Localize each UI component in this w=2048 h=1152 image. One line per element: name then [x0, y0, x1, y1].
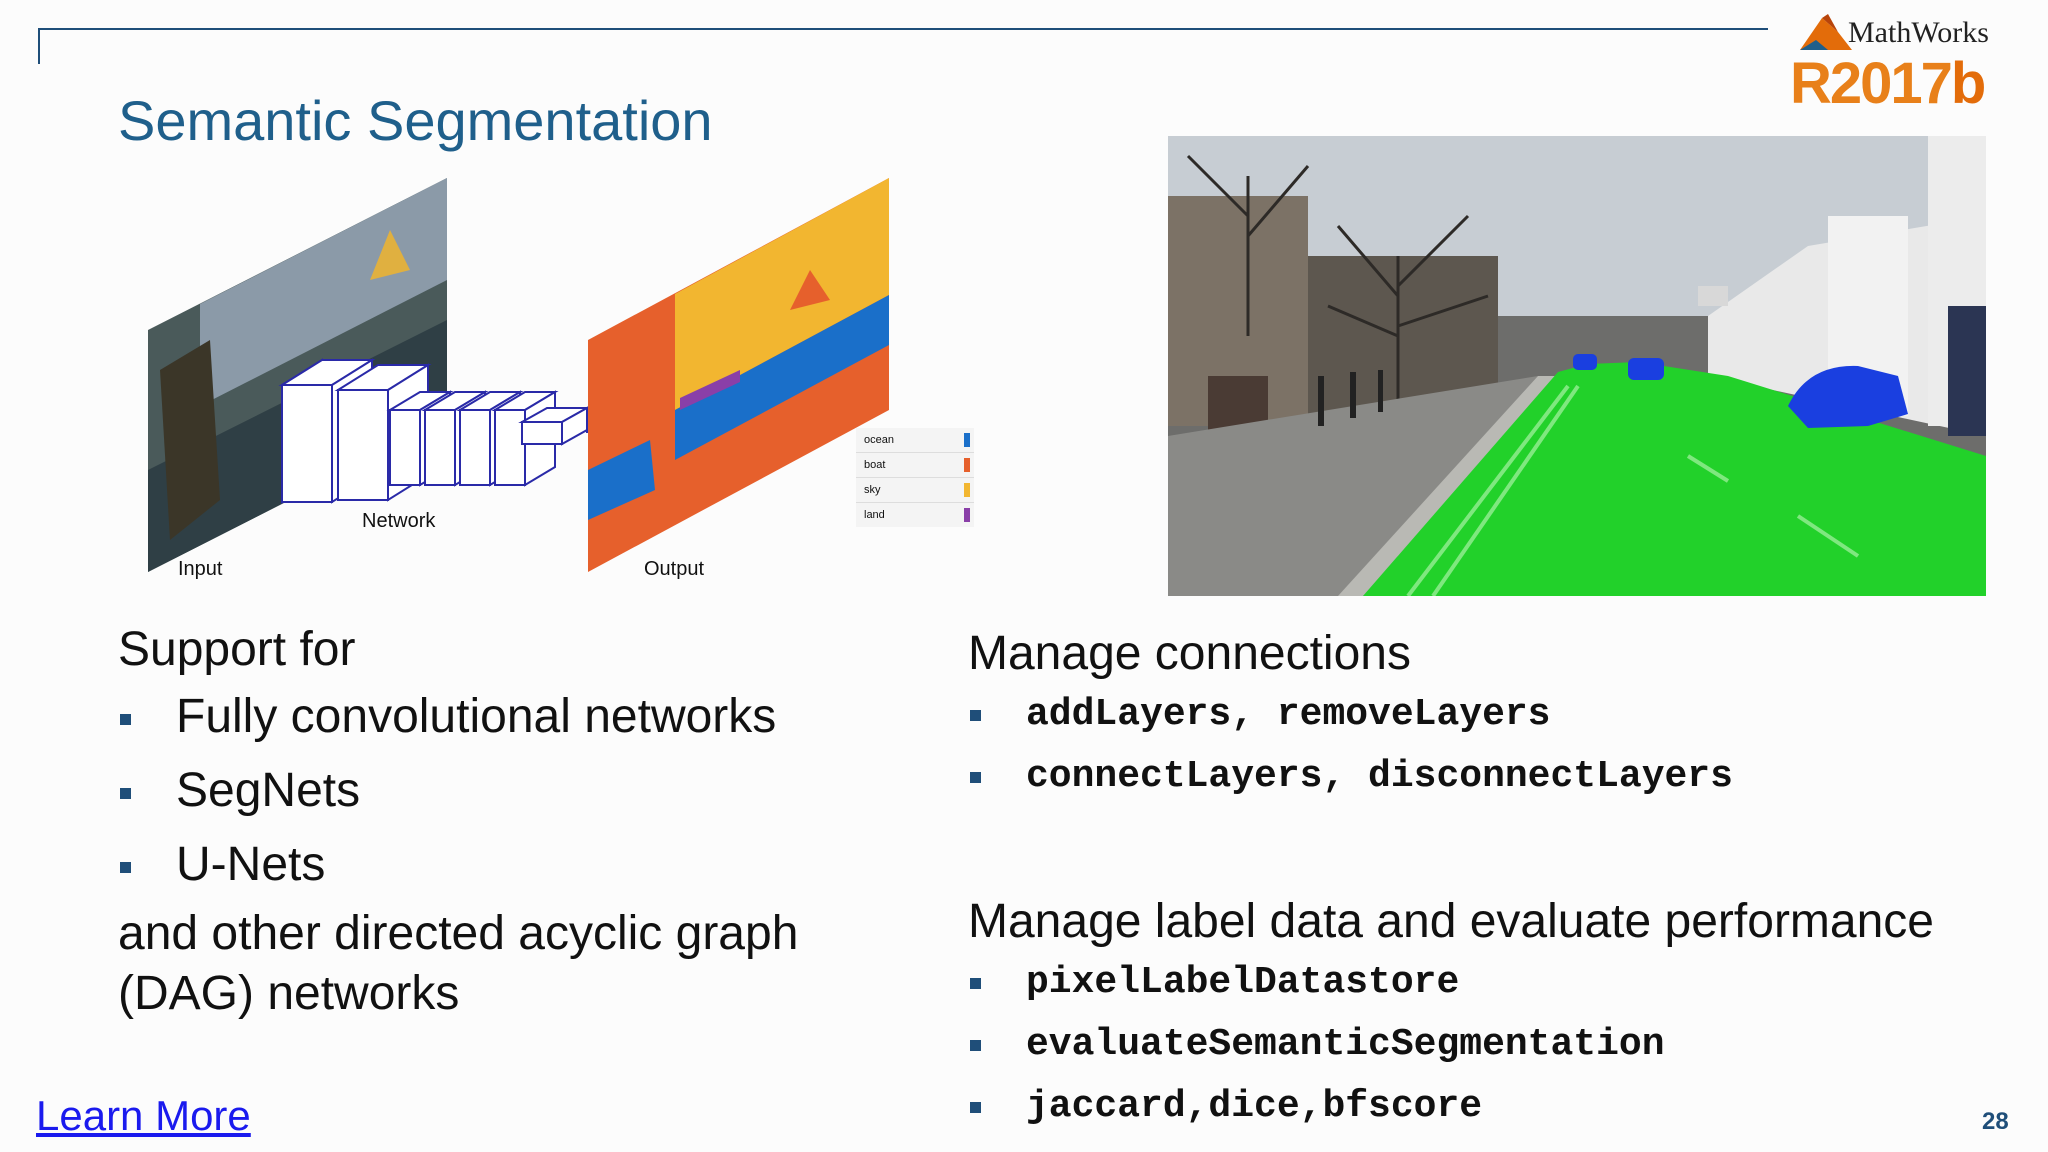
manage-connections-heading: Manage connections — [968, 627, 1411, 680]
legend-label: boat — [864, 459, 886, 471]
legend-label: ocean — [864, 434, 894, 446]
code-text: pixelLabelDatastore — [1026, 961, 1460, 1004]
functions-section: Manage connections addLayers, removeLaye… — [968, 624, 2038, 1138]
legend-row: sky — [856, 478, 974, 503]
bullet-text: SegNets — [176, 764, 361, 817]
support-heading: Support for — [118, 623, 356, 676]
segmentation-diagram: Input Network Output ocean boat sky land — [140, 170, 980, 590]
code-text: connectLayers, disconnectLayers — [1026, 755, 1733, 798]
input-label: Input — [178, 558, 223, 580]
car-overlays — [1573, 354, 1908, 428]
legend-row: land — [856, 503, 974, 527]
output-label: Output — [644, 558, 705, 580]
bullet-marker — [120, 714, 131, 725]
bullet-marker — [970, 1040, 981, 1051]
input-ship-rigging — [160, 340, 220, 540]
legend-label: land — [864, 509, 885, 521]
legend-row: boat — [856, 453, 974, 478]
code-item: addLayers, removeLayers — [968, 684, 2038, 746]
code-text: jaccard,dice,bfscore — [1026, 1085, 1483, 1128]
header-rule — [38, 28, 1768, 30]
membrane-logo-icon — [1800, 14, 1852, 50]
bullet-item: Fully convolutional networks — [118, 680, 918, 754]
bullet-item: U-Nets — [118, 828, 918, 902]
diagram-svg — [148, 178, 889, 572]
network-label: Network — [362, 510, 436, 532]
release-suffix: b — [1950, 51, 1986, 116]
bullet-marker — [970, 710, 981, 721]
output-panel-land — [680, 370, 740, 410]
support-section: Support for Fully convolutional networks… — [118, 620, 918, 1024]
bullet-marker — [970, 1102, 981, 1113]
street-svg — [1168, 136, 1986, 598]
legend-swatch — [964, 483, 970, 497]
code-item: evaluateSemanticSegmentation — [968, 1014, 2038, 1076]
legend-swatch — [964, 508, 970, 522]
output-panel-ocean — [675, 295, 889, 460]
code-item: connectLayers, disconnectLayers — [968, 746, 2038, 808]
code-text: evaluateSemanticSegmentation — [1026, 1023, 1665, 1066]
manage-label-data-heading: Manage label data and evaluate performan… — [968, 895, 1934, 948]
network-blocks — [278, 358, 668, 504]
mathworks-wordmark: MathWorks — [1848, 16, 1989, 49]
bullet-text: Fully convolutional networks — [176, 690, 777, 743]
legend-row: ocean — [856, 428, 974, 453]
code-item: jaccard,dice,bfscore — [968, 1076, 2038, 1138]
learn-more-link[interactable]: Learn More — [36, 1092, 251, 1139]
legend-label: sky — [864, 484, 881, 496]
bullet-text: U-Nets — [176, 838, 326, 891]
input-sky — [200, 178, 447, 406]
dag-line-2: (DAG) networks — [118, 967, 460, 1020]
release-prefix: R2017 — [1790, 51, 1953, 116]
bullet-marker — [120, 788, 131, 799]
input-sail — [370, 230, 410, 280]
bullet-marker — [970, 772, 981, 783]
legend-swatch — [964, 433, 970, 447]
bullet-marker — [970, 978, 981, 989]
code-item: pixelLabelDatastore — [968, 952, 2038, 1014]
bullet-item: SegNets — [118, 754, 918, 828]
page-number: 28 — [1982, 1108, 2009, 1135]
output-panel-sky — [675, 178, 889, 410]
street-segmentation-image — [1168, 136, 1986, 598]
header-rule-tick — [38, 28, 40, 64]
class-legend: ocean boat sky land — [856, 428, 974, 527]
release-badge: R2017b — [1790, 50, 1986, 117]
dag-line-1: and other directed acyclic graph — [118, 907, 799, 960]
output-ocean-left — [588, 440, 655, 520]
output-sail — [790, 270, 830, 310]
bullet-marker — [120, 862, 131, 873]
slide-title: Semantic Segmentation — [118, 89, 713, 152]
mathworks-logo: MathWorks R2017b — [1790, 12, 2010, 116]
legend-swatch — [964, 458, 970, 472]
code-text: addLayers, removeLayers — [1026, 693, 1551, 736]
